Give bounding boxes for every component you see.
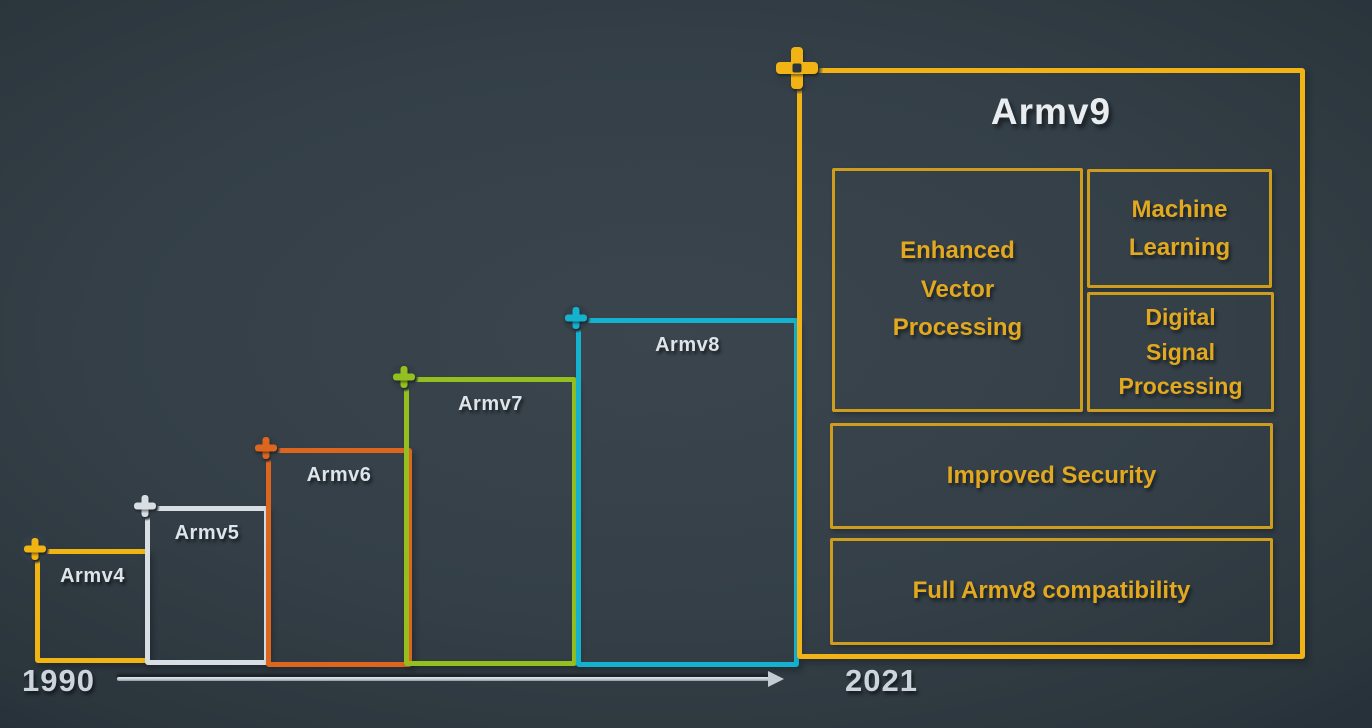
feature-label: Digital Signal Processing bbox=[1118, 304, 1243, 400]
armv4-label: Armv4 bbox=[60, 565, 125, 587]
plus-icon bbox=[771, 42, 823, 94]
armv8-box: Armv8 bbox=[561, 303, 799, 667]
armv5-box: Armv5 bbox=[130, 491, 269, 665]
feature-label: Enhanced Vector Processing bbox=[892, 237, 1023, 342]
feature-label: Improved Security bbox=[946, 461, 1157, 489]
armv5-label: Armv5 bbox=[174, 522, 240, 544]
plus-icon bbox=[561, 303, 591, 333]
timeline-axis-line bbox=[117, 677, 769, 681]
feature-box-machine-learning: Machine Learning bbox=[1087, 169, 1272, 288]
timeline-start-year: 1990 bbox=[22, 663, 95, 698]
plus-icon bbox=[20, 534, 50, 564]
feature-box-enhanced-vector-processing: Enhanced Vector Processing bbox=[832, 168, 1083, 412]
armv6-box: Armv6 bbox=[251, 433, 412, 667]
plus-icon bbox=[130, 491, 160, 521]
timeline-arrowhead-icon bbox=[768, 671, 784, 687]
plus-icon bbox=[251, 433, 281, 463]
feature-box-improved-security: Improved Security bbox=[830, 423, 1273, 529]
armv7-box: Armv7 bbox=[389, 362, 577, 666]
armv4-box: Armv4 bbox=[20, 534, 150, 663]
armv9-title: Armv9 bbox=[990, 91, 1112, 132]
plus-icon-center-hole bbox=[792, 63, 802, 73]
armv9-box: Armv9 Enhanced Vector Processing Machine… bbox=[771, 42, 1305, 659]
armv7-label: Armv7 bbox=[458, 393, 523, 415]
feature-box-digital-signal-processing: Digital Signal Processing bbox=[1087, 292, 1274, 412]
feature-label: Machine Learning bbox=[1128, 196, 1231, 261]
feature-box-full-armv8-compatibility: Full Armv8 compatibility bbox=[830, 538, 1273, 645]
armv8-label: Armv8 bbox=[655, 334, 720, 356]
timeline-end-year: 2021 bbox=[845, 663, 918, 698]
feature-label: Full Armv8 compatibility bbox=[912, 577, 1191, 605]
armv6-label: Armv6 bbox=[306, 464, 372, 486]
plus-icon bbox=[389, 362, 419, 392]
